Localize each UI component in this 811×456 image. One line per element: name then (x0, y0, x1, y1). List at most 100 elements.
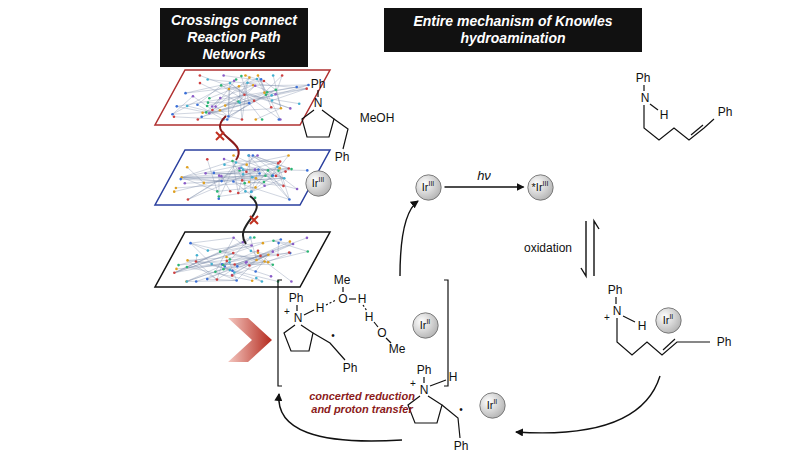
network-dot (173, 190, 176, 193)
atom-label: N (294, 311, 303, 325)
network-dot (275, 175, 278, 178)
network-dot (184, 182, 187, 185)
network-dot (238, 101, 241, 104)
header-box: Crossings connect Reaction Path Networks (160, 8, 308, 67)
network-link (228, 89, 229, 116)
atom-label: N (314, 96, 323, 110)
network-dot (281, 74, 284, 77)
network-dot (196, 254, 199, 257)
network-dot (220, 84, 223, 87)
network-dot (185, 280, 188, 283)
circle-shape (412, 312, 437, 337)
network-link (232, 161, 244, 183)
metal-symbol: Ir (420, 319, 427, 331)
network-dot (186, 105, 189, 108)
network-dot (207, 101, 210, 104)
network-dot (207, 249, 210, 252)
network-link (174, 167, 277, 192)
cycle-arrows (279, 201, 660, 441)
network-dot (216, 190, 219, 193)
network-dot (263, 184, 266, 187)
atom-label: N (613, 304, 622, 318)
network-dot (245, 171, 248, 174)
oxidation-state: II (426, 318, 430, 325)
network-link (191, 238, 234, 243)
metal-symbol: Ir (663, 314, 670, 326)
atom-label: + (284, 305, 290, 319)
step-label: oxidation (524, 241, 572, 255)
network-link (249, 156, 290, 200)
network-dot (250, 190, 253, 193)
network-link (187, 167, 204, 183)
network-dot (292, 243, 295, 246)
network-dot (173, 271, 176, 274)
network-dot (195, 280, 198, 283)
network-link (215, 272, 236, 281)
network-dot (208, 112, 211, 115)
network-dot (222, 268, 225, 271)
network-plane (155, 70, 330, 125)
network-dot (211, 109, 214, 112)
network-dot (199, 82, 202, 85)
network-dot (274, 89, 277, 92)
network-dot (274, 93, 277, 96)
network-dot (217, 197, 220, 200)
network-dot (232, 154, 235, 157)
network-dot (220, 175, 223, 178)
oxidation-state: II (669, 313, 673, 320)
network-dot (255, 259, 258, 262)
oxidation-state: III (543, 180, 549, 187)
chevron (228, 318, 272, 362)
network-link (232, 161, 246, 165)
network-link (225, 238, 251, 267)
atom-label: Ph (717, 335, 732, 349)
network-link (177, 87, 297, 106)
atom-label: H (660, 108, 669, 122)
network-dot (231, 160, 234, 163)
network-dot (206, 278, 209, 281)
network-dot (290, 280, 293, 283)
network-dot (245, 163, 248, 166)
iridium-circle: IrIII (305, 170, 332, 197)
network-link (221, 176, 230, 191)
network-dot (225, 256, 228, 259)
network-dot (257, 74, 260, 77)
circle-shape (655, 307, 680, 332)
network-dot (283, 177, 286, 180)
atom-label: Ph (335, 150, 350, 164)
network-dot (197, 118, 200, 121)
metal-symbol: Ir (312, 177, 319, 189)
network-dot (244, 190, 247, 193)
atom-label: Me (334, 273, 351, 287)
network-link (223, 259, 230, 265)
network-dot (277, 254, 280, 257)
network-dot (235, 279, 238, 282)
crossing-mark (216, 132, 224, 140)
network-dot (227, 115, 230, 118)
network-dot (267, 261, 270, 264)
network-dot (175, 187, 178, 190)
network-link (182, 156, 289, 178)
atom-label: O (338, 292, 347, 306)
network-link (187, 106, 242, 120)
network-dot (263, 260, 266, 263)
network-dot (242, 168, 245, 171)
network-link (233, 182, 255, 198)
network-dot (270, 106, 273, 109)
network-dot (258, 172, 261, 175)
network-plane (155, 150, 330, 205)
network-dot (229, 269, 232, 272)
network-dot (265, 93, 268, 96)
atom-label: Me (389, 342, 406, 356)
network-dot (290, 168, 293, 171)
network-link (222, 172, 286, 181)
network-dot (211, 105, 214, 108)
atom-label: + (410, 377, 416, 391)
atom-label: Ph (608, 283, 623, 297)
network-dot (248, 264, 251, 267)
network-dot (251, 279, 254, 282)
network-dot (250, 191, 253, 194)
network-link (249, 156, 278, 167)
atom-label: Ph (718, 105, 733, 119)
network-dot (243, 93, 246, 96)
